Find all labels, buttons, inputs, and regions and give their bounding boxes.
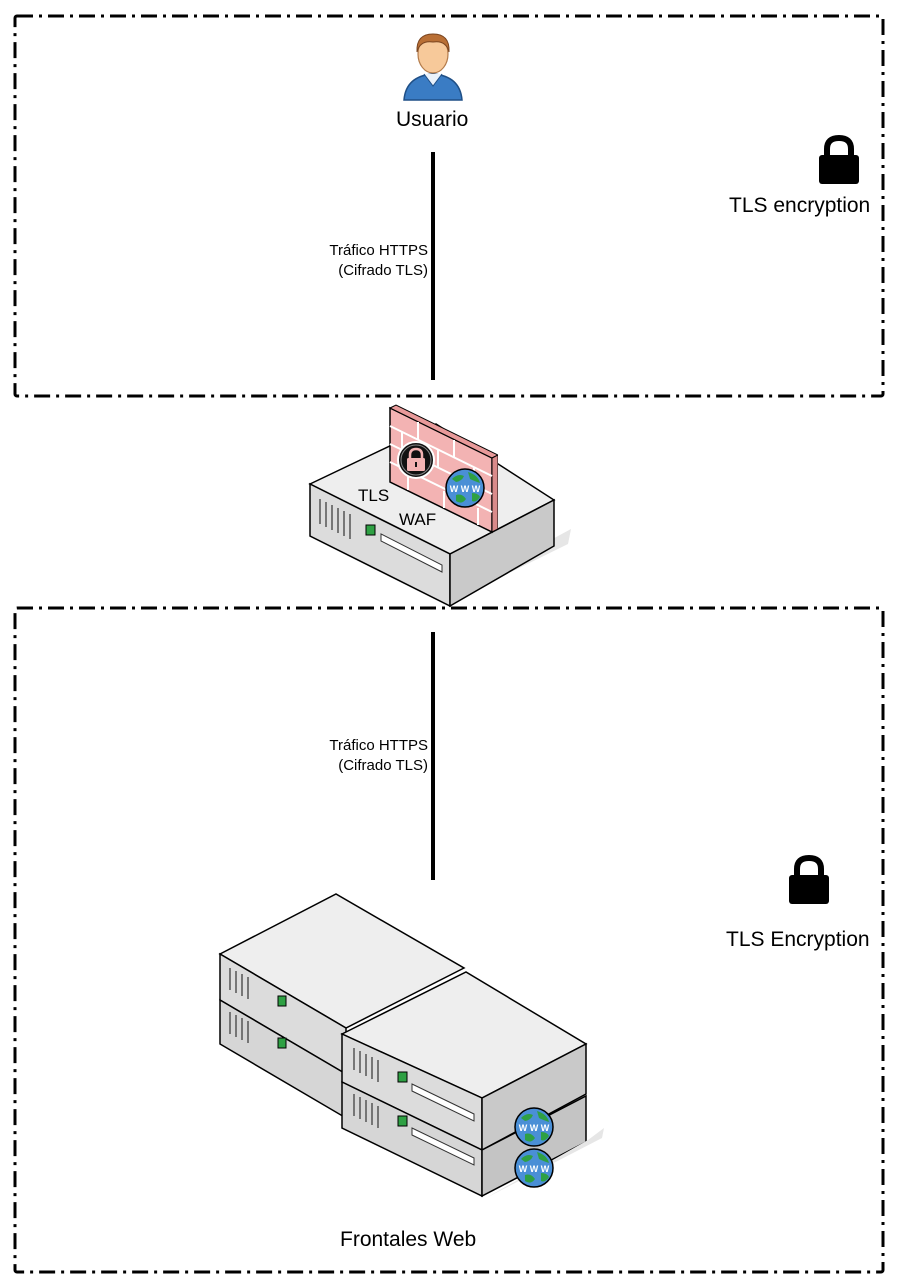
svg-text:W W W: W W W (519, 1123, 550, 1133)
waf-label: WAF (399, 510, 437, 529)
svg-text:W W W: W W W (450, 484, 481, 494)
bottom-encryption-zone (12, 605, 886, 1275)
bottom-https-link (431, 632, 435, 880)
bottom-link-label-line1: Tráfico HTTPS (329, 737, 428, 754)
bottom-link-label-line2: (Cifrado TLS) (338, 757, 428, 774)
top-encryption-zone (12, 13, 886, 399)
bottom-link-label: Tráfico HTTPS (Cifrado TLS) (300, 736, 428, 776)
top-lock-label: TLS encryption (729, 194, 871, 217)
user-label: Usuario (396, 108, 469, 131)
status-led (365, 524, 376, 536)
lock-icon (818, 134, 860, 190)
www-globe-icon: W W W (513, 1147, 555, 1194)
www-globe-icon: W W W (513, 1106, 555, 1153)
bottom-zone-border (13, 606, 885, 1274)
top-https-link (431, 152, 435, 380)
svg-text:W W W: W W W (519, 1164, 550, 1174)
user-icon (402, 30, 464, 107)
top-link-label-line1: Tráfico HTTPS (329, 242, 428, 259)
lock-icon (788, 854, 830, 910)
top-zone-border (13, 14, 885, 398)
top-link-label-line2: (Cifrado TLS) (338, 262, 428, 279)
www-globe-icon: W W W (444, 467, 486, 514)
tls-label: TLS (358, 486, 390, 505)
bottom-lock-label: TLS Encryption (726, 928, 870, 951)
servers-label: Frontales Web (340, 1228, 477, 1251)
tls-lock-badge-icon (396, 440, 436, 485)
top-link-label: Tráfico HTTPS (Cifrado TLS) (300, 241, 428, 281)
